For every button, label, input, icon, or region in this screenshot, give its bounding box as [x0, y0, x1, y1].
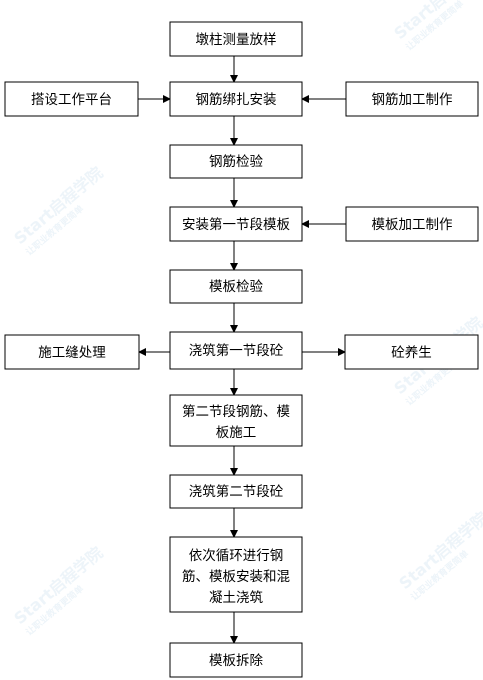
node-label: 钢筋绑扎安装 — [196, 91, 277, 108]
node-pour-1: 浇筑第一节段砼 — [169, 331, 303, 370]
node-pier-survey: 墩柱测量放样 — [169, 21, 303, 57]
node-rebar-fab: 钢筋加工制作 — [345, 81, 479, 117]
node-rebar-check: 钢筋检验 — [169, 144, 303, 179]
node-label: 模板加工制作 — [372, 217, 453, 233]
node-label: 浇筑第一节段砼 — [189, 342, 284, 359]
node-cure: 砼养生 — [344, 334, 479, 370]
node-label-line-2: 筋、模板安装和混 — [182, 568, 290, 585]
node-label-line-3: 凝土浇筑 — [209, 590, 263, 606]
node-form-install-1: 安装第一节段模板 — [169, 206, 303, 242]
node-pour-2: 浇筑第二节段砼 — [169, 474, 303, 509]
node-label: 墩柱测量放样 — [196, 32, 277, 48]
watermark-brand: Start启程学院 — [10, 163, 106, 248]
node-form-fab: 模板加工制作 — [345, 206, 479, 242]
node-form-check: 模板检验 — [169, 269, 303, 304]
flow-edges — [138, 56, 346, 644]
node-label: 施工缝处理 — [38, 345, 106, 361]
watermark-brand: Start启程学院 — [10, 543, 106, 628]
node-rebar-tie: 钢筋绑扎安装 — [169, 81, 303, 117]
node-label-line-2: 板施工 — [216, 425, 257, 441]
node-label: 模板检验 — [209, 279, 263, 295]
node-form-remove: 模板拆除 — [169, 642, 303, 678]
node-label: 模板拆除 — [209, 653, 263, 669]
node-seg2: 第二节段钢筋、模 板施工 — [169, 394, 303, 447]
node-label: 砼养生 — [391, 345, 432, 361]
node-label: 搭设工作平台 — [31, 92, 112, 108]
node-label: 钢筋加工制作 — [372, 91, 453, 108]
node-scaffold: 搭设工作平台 — [4, 81, 139, 117]
node-label: 钢筋检验 — [209, 153, 263, 170]
node-label: 安装第一节段模板 — [182, 216, 290, 233]
node-label: 浇筑第二节段砼 — [189, 483, 284, 500]
node-label-line-1: 依次循环进行钢 — [189, 548, 284, 564]
node-cycle: 依次循环进行钢 筋、模板安装和混 凝土浇筑 — [169, 536, 303, 613]
node-joint: 施工缝处理 — [4, 334, 140, 370]
node-label-line-1: 第二节段钢筋、模 — [182, 403, 290, 420]
